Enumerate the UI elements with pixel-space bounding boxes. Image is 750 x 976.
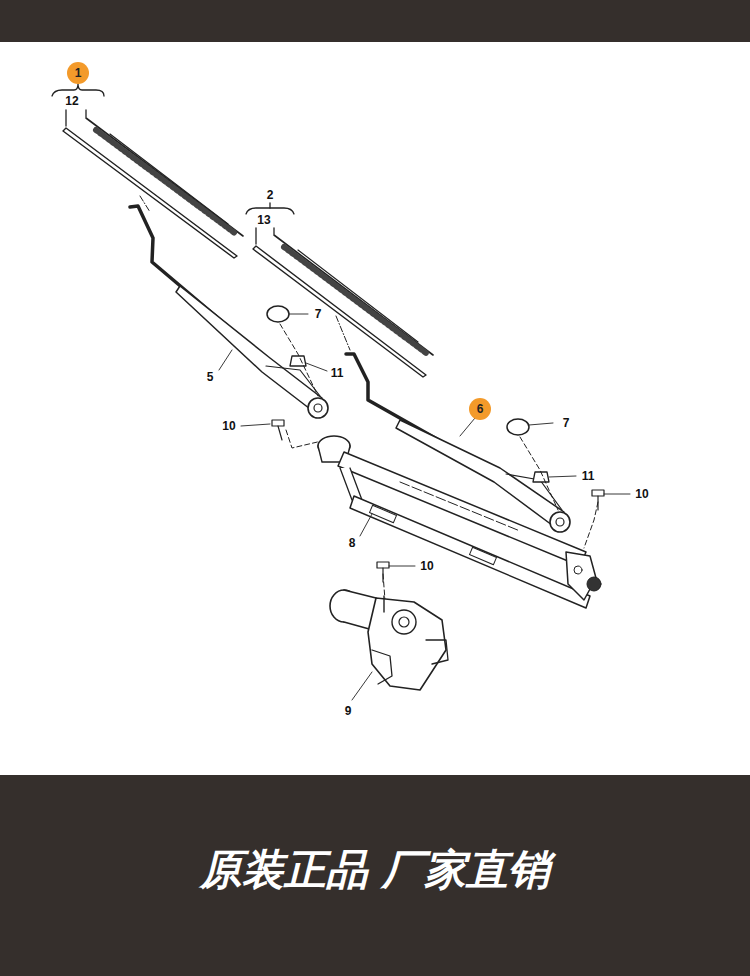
callout-number: 2: [265, 188, 276, 202]
callout-number: 10: [220, 419, 237, 433]
caption-slogan: 原装正品 厂家直销: [0, 840, 750, 900]
top-band: [0, 0, 750, 42]
callout-number: 7: [561, 416, 572, 430]
callout-badge: 6: [469, 398, 491, 420]
callout-number: 1: [75, 66, 82, 80]
callout-number: 13: [255, 213, 272, 227]
callout-badge: 1: [67, 62, 89, 84]
callout-number: 7: [313, 307, 324, 321]
callout-number: 5: [205, 370, 216, 384]
callout-number: 11: [580, 469, 597, 483]
callout-number: 9: [343, 704, 354, 718]
callout-number: 10: [418, 559, 435, 573]
callout-number: 6: [477, 402, 484, 416]
callout-number: 10: [633, 487, 650, 501]
callout-number: 8: [347, 536, 358, 550]
callout-number: 11: [329, 366, 346, 380]
callout-number: 12: [63, 94, 80, 108]
